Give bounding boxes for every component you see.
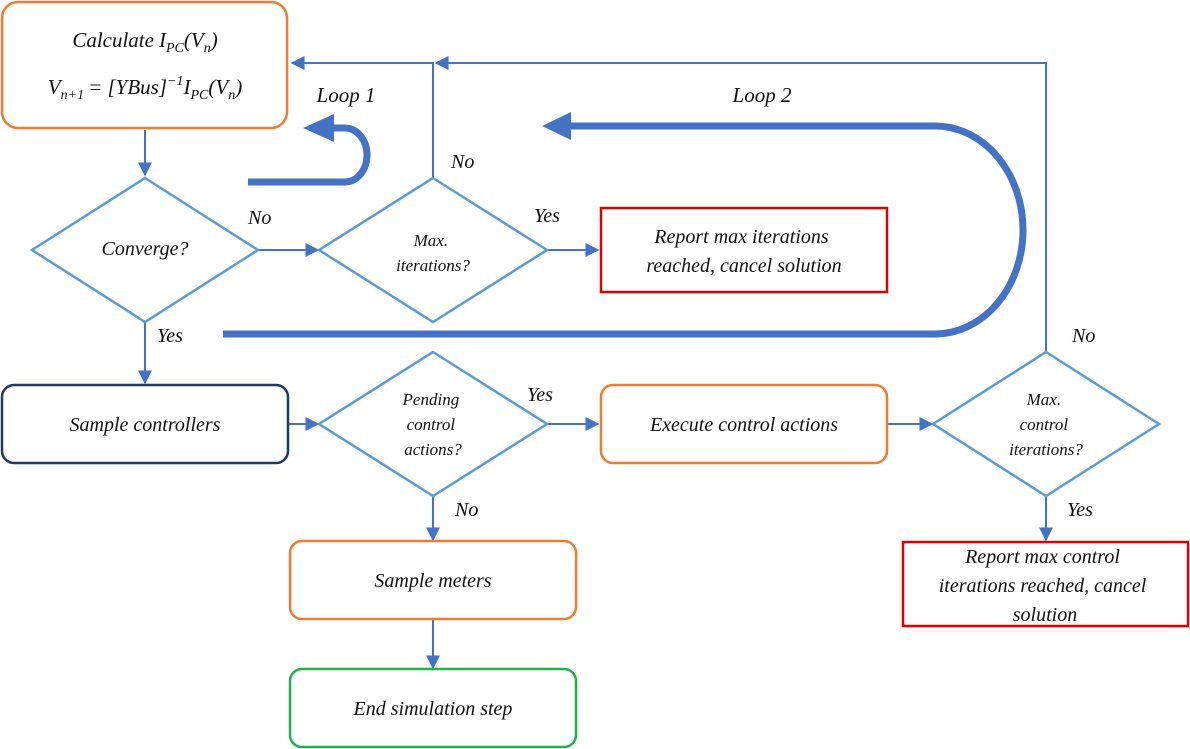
sample-meters-text: Sample meters — [374, 570, 491, 592]
converge-yes-label: Yes — [157, 325, 183, 347]
report-max-control-iterations-box: Report max control iterations reached, c… — [901, 540, 1190, 628]
report-max-iterations-text: Report max iterations reached, cancel so… — [646, 226, 841, 277]
end-simulation-step-text: End simulation step — [353, 698, 513, 720]
connector-maxctrl-no-back — [434, 56, 1047, 352]
sample-meters-box: Sample meters — [288, 539, 578, 621]
pending-no-label: No — [454, 499, 478, 521]
connectors — [138, 56, 1053, 670]
max-control-iterations-decision: Max. control iterations? — [930, 350, 1162, 498]
pending-actions-decision: Pending control actions? — [316, 350, 550, 498]
max-iterations-decision: Max. iterations? — [316, 176, 550, 324]
loop-1-arrow — [248, 114, 371, 186]
calc-line-2: Vn+1= [YBus]−1IPC(Vn) — [48, 74, 242, 103]
converge-label: Converge? — [101, 238, 188, 260]
max-control-no-label: No — [1071, 325, 1095, 347]
execute-control-actions-text: Execute control actions — [649, 414, 838, 436]
loop-1-label: Loop 1 — [316, 83, 376, 107]
sample-controllers-box: Sample controllers — [0, 383, 290, 465]
max-iterations-yes-label: Yes — [534, 205, 560, 227]
pending-actions-label: Pending control actions? — [402, 390, 464, 459]
report-max-iterations-box: Report max iterations reached, cancel so… — [599, 206, 889, 294]
max-control-yes-label: Yes — [1067, 499, 1093, 521]
end-simulation-step-box: End simulation step — [288, 667, 578, 749]
converge-no-label: No — [247, 207, 271, 229]
sample-controllers-text: Sample controllers — [70, 414, 221, 436]
connector-maxiter-no-back — [290, 56, 434, 178]
max-iterations-label: Max. iterations? — [396, 231, 470, 275]
loop-2-label: Loop 2 — [732, 83, 792, 107]
converge-decision: Converge? — [29, 176, 261, 324]
execute-control-actions-box: Execute control actions — [599, 383, 889, 465]
loop-2-arrow — [223, 112, 1027, 338]
max-control-iterations-label: Max. control iterations? — [1009, 390, 1083, 459]
pending-yes-label: Yes — [527, 384, 553, 406]
max-iterations-no-label: No — [450, 151, 474, 173]
report-max-control-iterations-text: Report max control iterations reached, c… — [939, 546, 1152, 626]
